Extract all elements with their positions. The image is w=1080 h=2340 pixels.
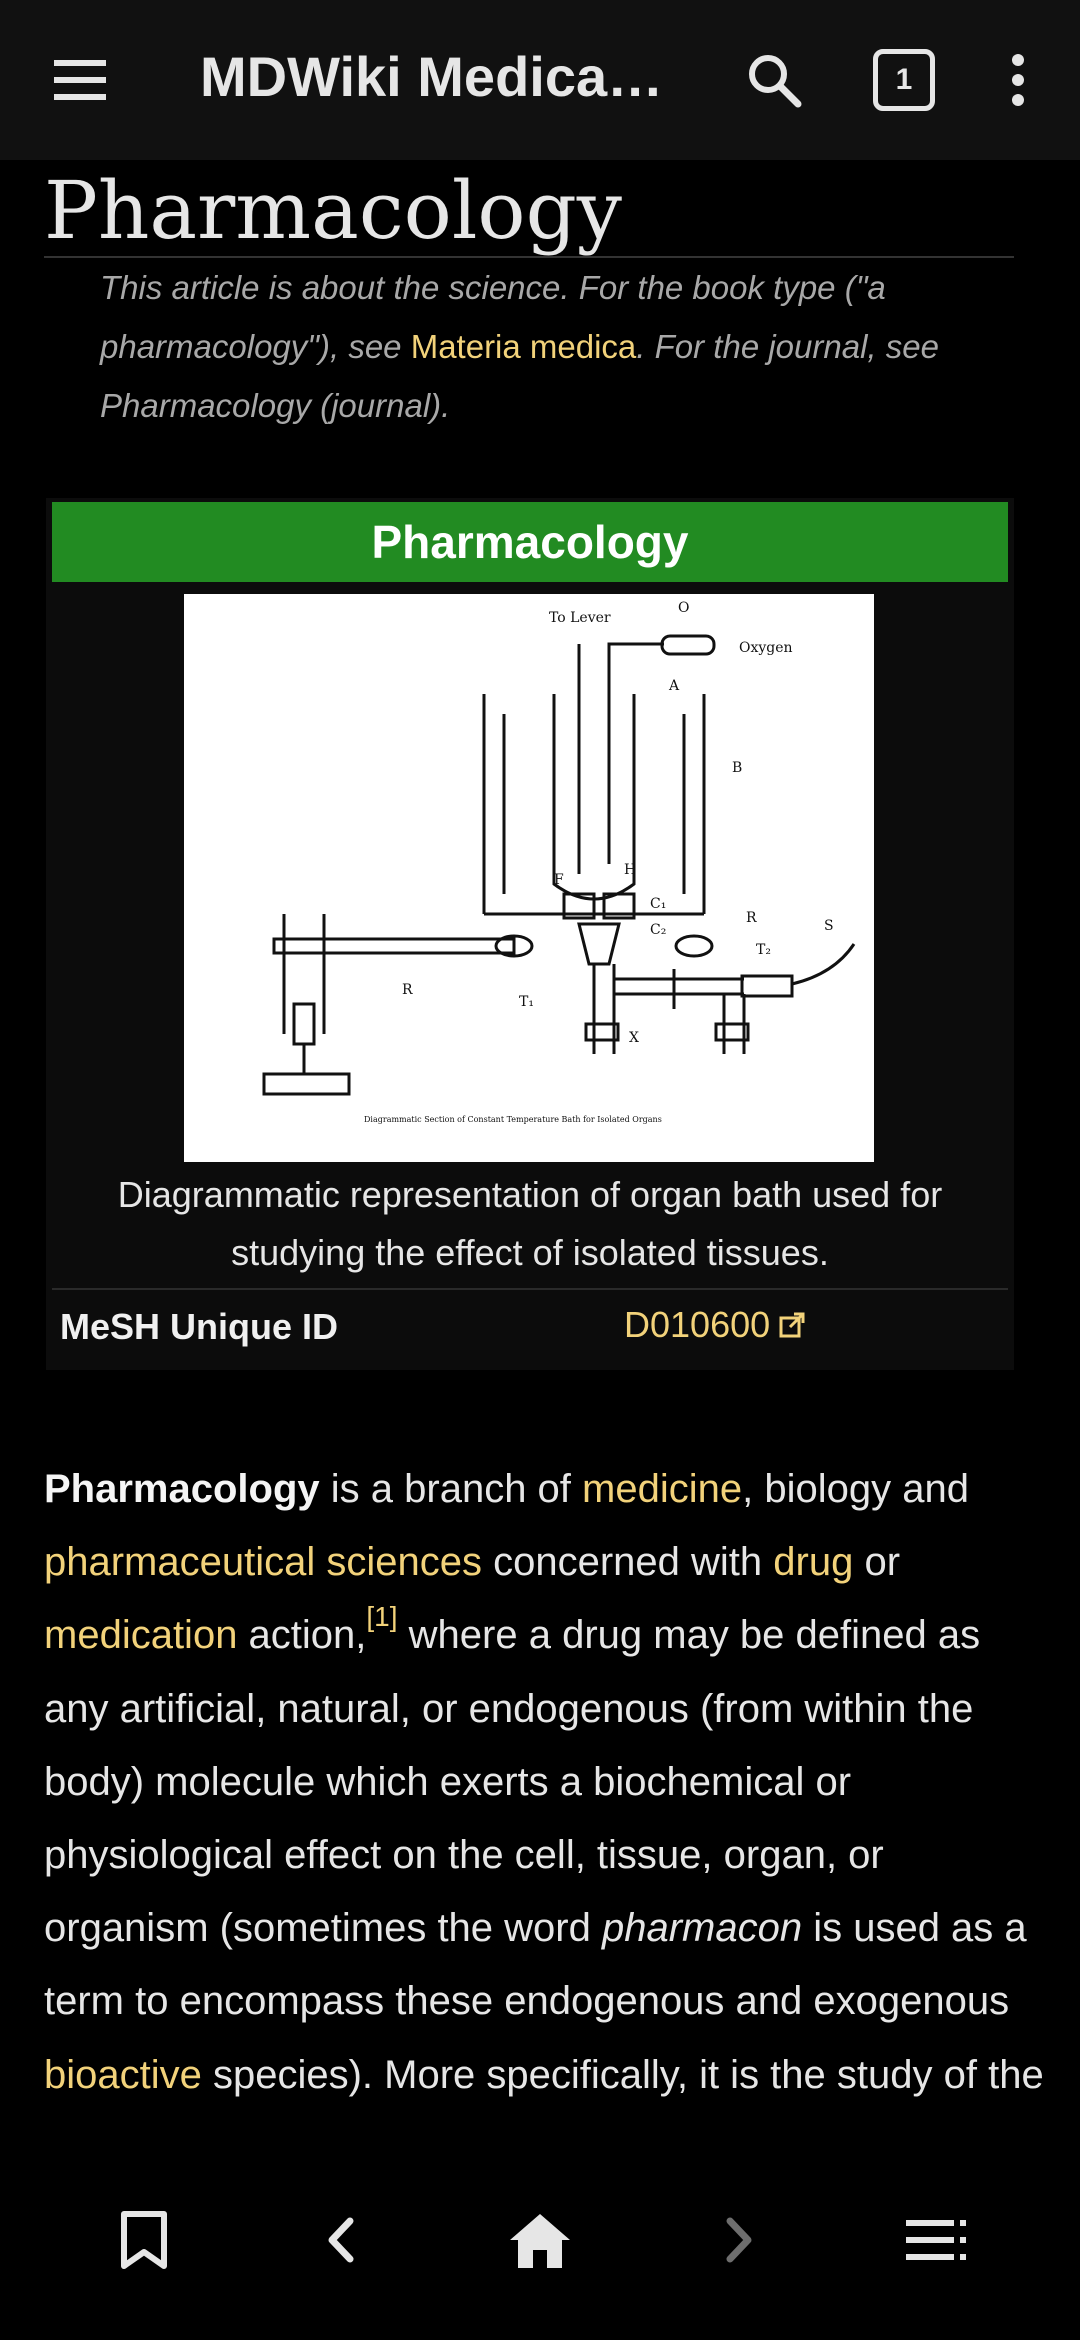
label-t1: T₁ — [519, 994, 534, 1010]
figure-fine-print: Diagrammatic Section of Constant Tempera… — [364, 1115, 662, 1124]
label-to-lever: To Lever — [549, 610, 611, 626]
pharmaceutical-sciences-link[interactable]: pharmaceutical sciences — [44, 1540, 482, 1585]
body-text: species). More specifically, it is the s… — [201, 2052, 1044, 2097]
label-f: F — [554, 872, 564, 888]
label-r: R — [746, 910, 757, 926]
infobox-divider — [52, 1288, 1008, 1290]
mesh-id-value: D010600 — [624, 1304, 771, 1345]
italic-term: pharmacon — [601, 1906, 803, 1951]
label-c1: C₁ — [650, 896, 666, 912]
label-x: X — [629, 1030, 639, 1046]
home-icon[interactable] — [490, 2190, 590, 2290]
drug-link[interactable]: drug — [773, 1540, 854, 1585]
overflow-menu-icon[interactable] — [978, 40, 1058, 120]
bottom-navigation-bar — [0, 2150, 1080, 2340]
body-text: action, — [237, 1613, 367, 1658]
infobox-header: Pharmacology — [52, 502, 1008, 582]
title-divider — [44, 256, 1014, 258]
search-icon[interactable] — [734, 40, 814, 120]
label-h: H — [624, 862, 636, 878]
infobox: Pharmacology — [46, 498, 1014, 1370]
reference-1-link[interactable]: [1] — [366, 1601, 398, 1633]
hamburger-menu-icon[interactable] — [40, 40, 120, 120]
label-oxygen: Oxygen — [739, 640, 793, 656]
page-title: Pharmacology — [44, 164, 622, 257]
materia-medica-link[interactable]: Materia medica — [410, 328, 637, 365]
body-text: is used as a term to encompass these end… — [44, 1906, 1027, 2024]
bookmark-icon[interactable] — [94, 2190, 194, 2290]
tab-count: 1 — [873, 49, 935, 111]
medicine-link[interactable]: medicine — [582, 1467, 743, 1511]
medication-link[interactable]: medication — [44, 1613, 238, 1658]
bold-term: Pharmacology — [44, 1467, 320, 1511]
table-of-contents-icon[interactable] — [886, 2190, 986, 2290]
label-o: O — [678, 600, 689, 616]
back-arrow-icon[interactable] — [290, 2190, 390, 2290]
body-text: , biology and — [742, 1467, 969, 1511]
organ-bath-diagram[interactable]: To Lever O Oxygen A B H F C₁ C₂ R T₂ S R… — [184, 594, 874, 1162]
article-body-paragraph: Pharmacology is a branch of medicine, bi… — [44, 1453, 1044, 2112]
label-b: B — [732, 760, 742, 776]
tab-counter-button[interactable]: 1 — [864, 40, 944, 120]
label-c2: C₂ — [650, 922, 666, 938]
hatnote: This article is about the science. For t… — [100, 258, 1000, 435]
infobox-caption: Diagrammatic representation of organ bat… — [117, 1174, 943, 1273]
app-bar: MDWiki Medical… 1 — [0, 0, 1080, 160]
app-title: MDWiki Medical… — [200, 45, 670, 108]
label-a: A — [668, 678, 680, 694]
label-s: S — [824, 918, 834, 934]
bioactive-link[interactable]: bioactive — [44, 2052, 202, 2097]
body-text: or — [853, 1540, 901, 1585]
hatnote-text-1: This article is about the science. For t… — [100, 269, 886, 365]
external-link-icon — [779, 1312, 805, 1338]
forward-arrow-icon[interactable] — [690, 2190, 790, 2290]
label-r-left: R — [402, 982, 413, 998]
mesh-id-link[interactable]: D010600 — [624, 1304, 806, 1346]
hatnote-text-2: . For the journal, see Pharmacology (jou… — [100, 328, 939, 424]
body-text: concerned with — [482, 1540, 774, 1585]
body-text: where a drug may be defined as any artif… — [44, 1613, 981, 1951]
body-text: is a branch of — [319, 1467, 583, 1511]
label-t2: T₂ — [756, 942, 771, 958]
article-content[interactable]: Pharmacology This article is about the s… — [0, 160, 1080, 2150]
mesh-label: MeSH Unique ID — [60, 1306, 339, 1347]
